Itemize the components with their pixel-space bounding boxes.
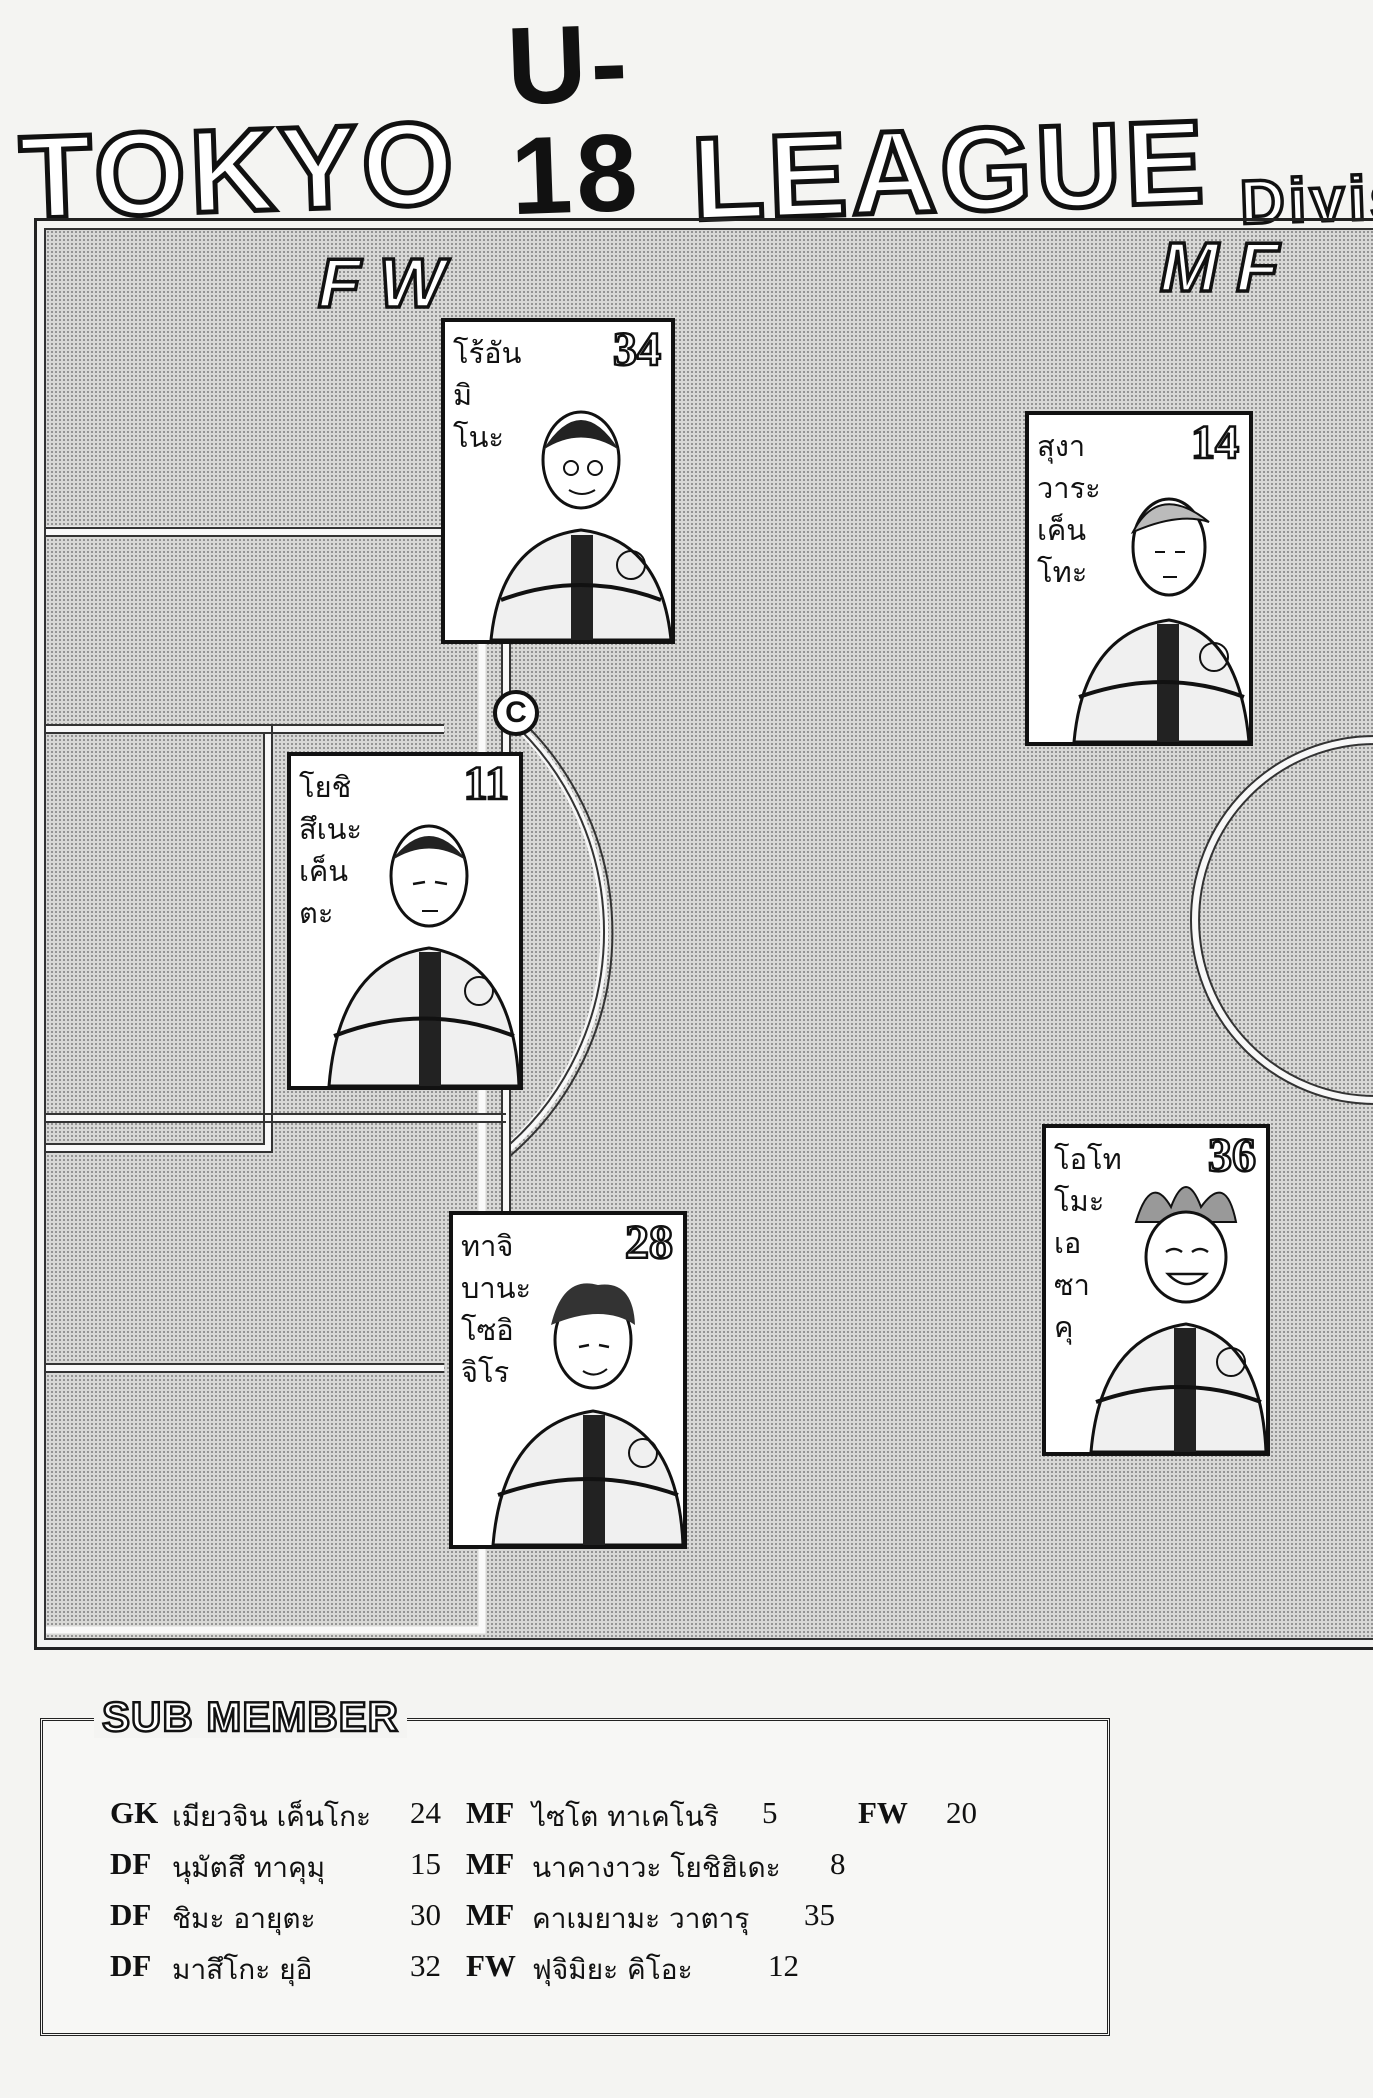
sub-member-title: SUB MEMBER	[94, 1694, 408, 1739]
player-name-line: จิโร	[461, 1355, 510, 1390]
player-name-line: ตะ	[299, 896, 334, 931]
sub-number: 32	[410, 1948, 441, 1983]
sub-name: ชิมะ อายุตะ	[172, 1902, 316, 1935]
sub-position: MF	[466, 1795, 515, 1830]
player-name-line: โนะ	[453, 420, 504, 455]
sub-member-row: DF ชิมะ อายุตะ 30 MF คาเมยามะ วาตารุ 35	[110, 1897, 1110, 1937]
sub-member-row: DF นุมัตสึ ทาคุมุ 15 MF นาคางาวะ โยชิฮิเ…	[110, 1846, 1110, 1886]
sub-number: 20	[946, 1795, 977, 1830]
sub-position: MF	[466, 1897, 515, 1932]
player-name-line: บานะ	[461, 1271, 532, 1306]
sub-number: 5	[762, 1795, 778, 1830]
midfield-label: MF	[1158, 228, 1298, 306]
player-number: 14	[1190, 416, 1241, 469]
player-name: โยชิสึเนะเค็นตะ	[299, 766, 389, 934]
player-name: โอโทโมะเอซาคุ	[1054, 1138, 1144, 1348]
player-portrait-icon	[491, 1283, 683, 1545]
player-portrait-icon	[1089, 1186, 1266, 1452]
player-number: 28	[624, 1216, 675, 1269]
sub-position: FW	[466, 1948, 516, 1983]
player-name-line: ทาจิ	[461, 1229, 514, 1263]
sub-name: คาเมยามะ วาตารุ	[532, 1902, 750, 1935]
sub-name: มาสึโกะ ยุอิ	[172, 1953, 313, 1986]
pitch-lines	[46, 526, 1373, 1634]
player-name-line: สุงา	[1037, 429, 1086, 463]
player-name-line: โมะ	[1054, 1184, 1105, 1219]
sub-number: 15	[410, 1846, 441, 1881]
sub-name: นาคางาวะ โยชิฮิเดะ	[532, 1851, 781, 1884]
field-frame	[34, 218, 1373, 1650]
player-name-line: เค็น	[299, 854, 349, 889]
sub-position: DF	[110, 1897, 152, 1932]
captain-badge: C	[493, 690, 539, 736]
player-name-line: คุ	[1054, 1310, 1074, 1345]
player-name-line: สึเนะ	[299, 812, 363, 847]
player-name-line: โร้อัน	[453, 336, 522, 370]
player-name-line: โยชิ	[299, 770, 352, 804]
player-name-line: มิ	[453, 378, 473, 413]
player-portrait-icon	[489, 410, 671, 640]
player-name-line: วาระ	[1037, 471, 1101, 506]
player-name-line: โซอิ	[461, 1313, 514, 1348]
player-portrait-icon	[327, 824, 519, 1086]
sub-position: DF	[110, 1948, 152, 1983]
sub-number: 12	[768, 1948, 799, 1983]
sub-member-box	[40, 1718, 1110, 2036]
player-card: ทาจิบานะโซอิจิโร 28	[449, 1211, 687, 1549]
title-u18: U-18	[505, 1, 644, 239]
sub-name: เมียวจิน เค็นโกะ	[172, 1800, 372, 1833]
sub-member-row: GK เมียวจิน เค็นโกะ 24 MF ไซโต ทาเคโนริ …	[110, 1795, 1110, 1835]
player-name-line: โทะ	[1037, 555, 1088, 590]
sub-number: 35	[804, 1897, 835, 1932]
sub-number: 30	[410, 1897, 441, 1932]
player-number: 11	[462, 757, 510, 810]
sub-number: 24	[410, 1795, 441, 1830]
sub-member-row: DF มาสึโกะ ยุอิ 32 FW ฟุจิมิยะ คิโอะ 12	[110, 1948, 1110, 1988]
player-number: 34	[612, 323, 663, 376]
sub-position: MF	[466, 1846, 515, 1881]
forward-label: FW	[316, 244, 463, 322]
sub-position: GK	[110, 1795, 159, 1830]
sub-position: FW	[858, 1795, 908, 1830]
player-name-line: เค็น	[1037, 513, 1087, 548]
player-portrait-icon	[1072, 497, 1249, 742]
sub-name: ไซโต ทาเคโนริ	[532, 1800, 719, 1833]
player-name-line: โอโท	[1054, 1142, 1122, 1176]
player-card: สุงาวาระเค็นโทะ 14	[1025, 411, 1253, 746]
player-card: โร้อันมิโนะ 34	[441, 318, 675, 644]
player-name: ทาจิบานะโซอิจิโร	[461, 1225, 551, 1393]
page-title: TOKYO U-18 LEAGUE Division 1	[15, 1, 1373, 248]
player-name-line: เอ	[1054, 1226, 1082, 1261]
sub-name: นุมัตสึ ทาคุมุ	[172, 1851, 326, 1884]
player-name-line: ซา	[1054, 1268, 1090, 1303]
sub-number: 8	[830, 1846, 846, 1881]
player-name: สุงาวาระเค็นโทะ	[1037, 425, 1127, 593]
player-card: โอโทโมะเอซาคุ 36	[1042, 1124, 1270, 1456]
player-number: 36	[1207, 1129, 1258, 1182]
sub-position: DF	[110, 1846, 152, 1881]
player-card: โยชิสึเนะเค็นตะ 11	[287, 752, 523, 1090]
sub-name: ฟุจิมิยะ คิโอะ	[532, 1953, 693, 1986]
player-name: โร้อันมิโนะ	[453, 332, 543, 458]
